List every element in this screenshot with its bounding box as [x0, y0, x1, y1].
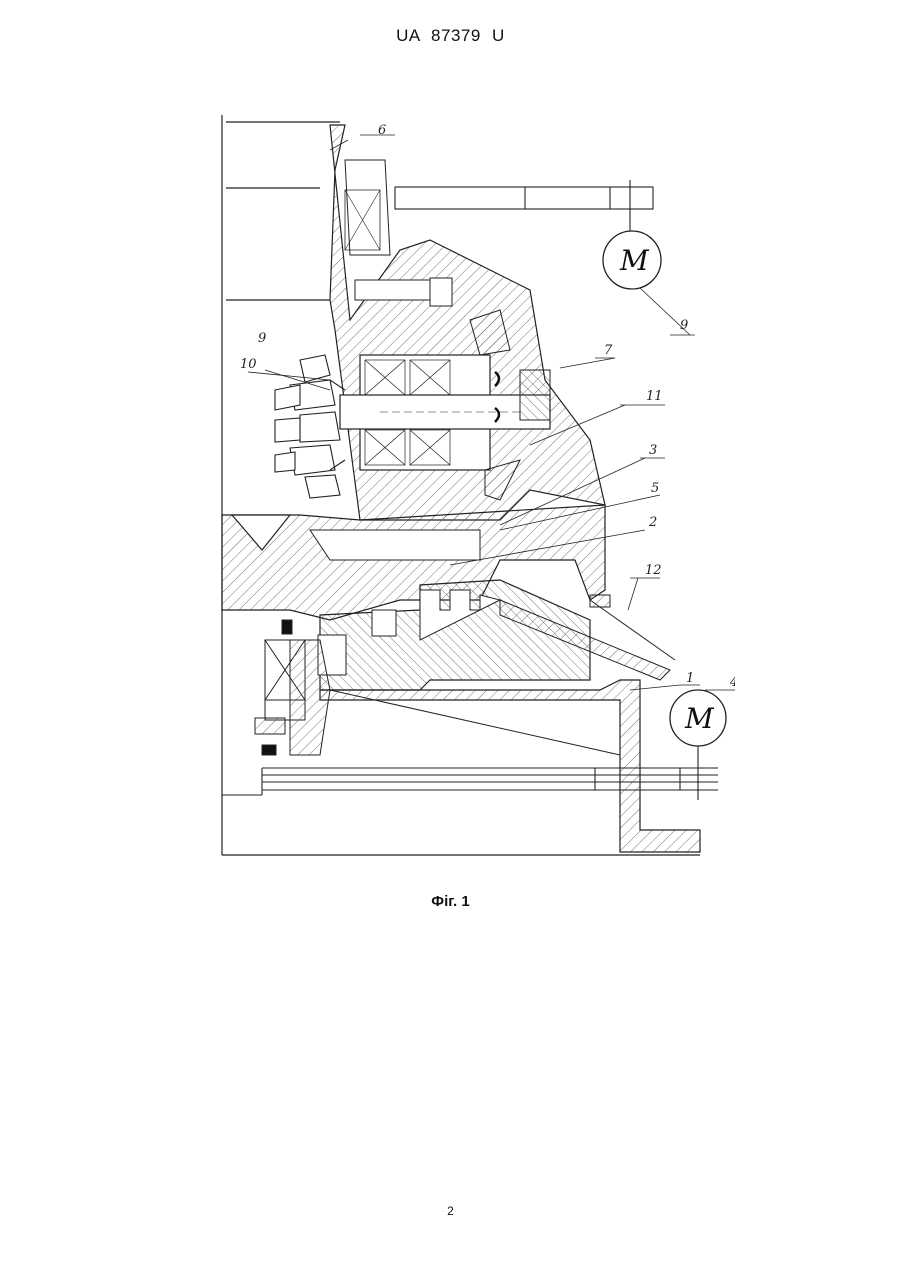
technical-drawing: M — [215, 110, 735, 860]
label-1: 1 — [686, 671, 694, 686]
label-5: 5 — [651, 481, 659, 496]
figure-caption: Фіг. 1 — [0, 893, 901, 910]
patent-number-header: UA 87379 U — [0, 26, 901, 46]
lower-housing — [320, 680, 700, 852]
label-9-motor: 9 — [680, 318, 688, 333]
label-9-gear: 9 — [258, 331, 266, 346]
label-11: 11 — [646, 389, 663, 404]
motor-bottom: M — [670, 690, 726, 746]
label-10: 10 — [240, 357, 257, 372]
label-12: 12 — [645, 563, 662, 578]
label-6: 6 — [378, 123, 386, 138]
page-number: 2 — [0, 1204, 901, 1218]
label-4: 4 — [729, 675, 735, 690]
label-3: 3 — [649, 443, 657, 458]
motor-top-label: M — [619, 244, 650, 277]
label-7: 7 — [604, 343, 613, 358]
motor-bottom-label: M — [684, 702, 715, 735]
upper-shaft — [395, 180, 653, 240]
label-2: 2 — [648, 515, 657, 530]
